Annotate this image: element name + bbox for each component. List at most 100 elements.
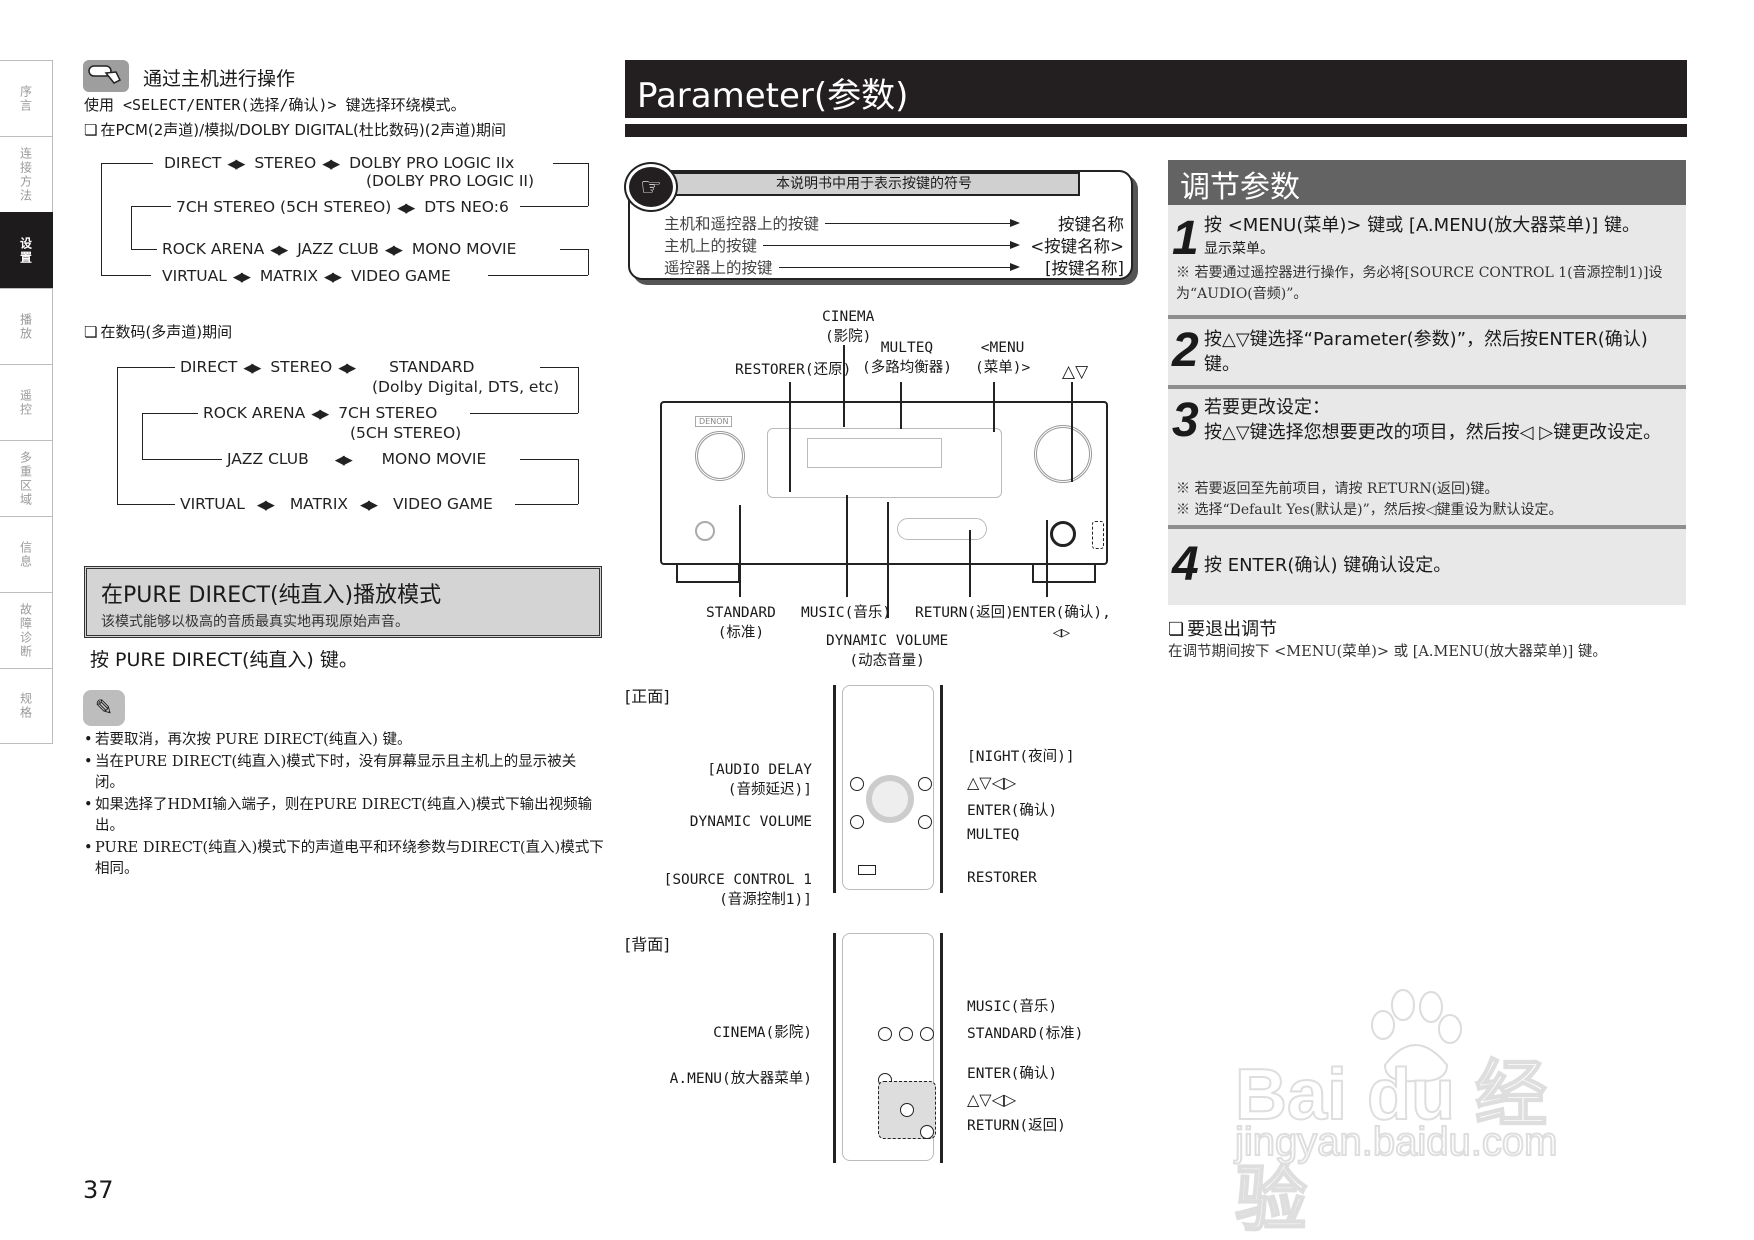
tab-label: 信息 xyxy=(18,540,33,569)
exit-text: 在调节期间按下 <MENU(菜单)> 或 [A.MENU(放大器菜单)] 键。 xyxy=(1168,644,1607,660)
note-item: 若要取消，再次按 PURE DIRECT(纯直入) 键。 xyxy=(84,730,604,752)
mode-standard: STANDARD xyxy=(389,358,475,376)
mode-dolby-pl2-sub: (DOLBY PRO LOGIC II) xyxy=(366,172,535,190)
exit-heading-text: 要退出调节 xyxy=(1187,619,1278,640)
legend-row: 遥控器上的按键 [按键名称] xyxy=(664,255,1124,279)
music-button xyxy=(899,1027,913,1041)
audio-delay-button xyxy=(850,777,864,791)
step-3: 3 若要更改设定： 按△▽键选择您想要更改的项目，然后按◁ ▷键更改设定。 ※ … xyxy=(1168,385,1686,525)
pure-direct-subtitle: 该模式能够以极高的音质最真实地再现原始声音。 xyxy=(101,614,409,630)
step-text: 按 ENTER(确认) 键确认设定。 xyxy=(1204,555,1452,576)
tab-label: 连接方法 xyxy=(18,146,33,203)
callout-enter-remote: ENTER(确认) xyxy=(967,803,1058,819)
front-label: [正面] xyxy=(625,687,670,706)
mode-virtual: VIRTUAL xyxy=(180,495,245,513)
mode-stereo: STEREO xyxy=(270,358,333,376)
step-4: 4 按 ENTER(确认) 键确认设定。 xyxy=(1168,525,1686,605)
tab-label: 遥控 xyxy=(18,388,33,417)
mode-stereo: STEREO xyxy=(254,154,317,172)
chapter-tabs: 序言 连接方法 设置 播放 遥控 多重区域 信息 故障诊断 规格 xyxy=(0,60,53,744)
pure-direct-title: 在PURE DIRECT(纯直入)播放模式 xyxy=(101,583,442,608)
instruction-text: 使用 <SELECT/ENTER(选择/确认)> 键选择环绕模式。 xyxy=(84,96,466,114)
flow-row: DIRECT◀▶ STEREO◀▶ STANDARD xyxy=(180,358,475,376)
legend-label: 遥控器上的按键 xyxy=(664,259,773,277)
callout-enter: ENTER(确认),◁▷ xyxy=(1012,605,1111,641)
mode-video-game: VIDEO GAME xyxy=(392,495,493,513)
callout-amenu: A.MENU(放大器菜单) xyxy=(669,1071,812,1087)
tab-label: 设置 xyxy=(18,236,33,265)
flow-row: 7CH STEREO (5CH STEREO)◀▶ DTS NEO:6 xyxy=(176,198,509,216)
pointing-hand-icon: ☞ xyxy=(626,164,676,210)
mode-rock-arena: ROCK ARENA xyxy=(203,404,306,422)
callout-music-remote: MUSIC(音乐) xyxy=(967,999,1058,1015)
tab-remote[interactable]: 遥控 xyxy=(0,364,53,440)
tab-connections[interactable]: 连接方法 xyxy=(0,136,53,212)
tab-playback[interactable]: 播放 xyxy=(0,288,53,364)
legend-value: [按键名称] xyxy=(1045,259,1124,278)
legend-heading: 本说明书中用于表示按键的符号 xyxy=(668,172,1080,196)
input-knob-illustration xyxy=(695,431,745,481)
mode-jazz-club: JAZZ CLUB xyxy=(227,450,309,468)
page-number: 37 xyxy=(83,1176,114,1204)
legend-value: 按键名称 xyxy=(1058,215,1124,234)
flow-row: DIRECT◀▶ STEREO◀▶ DOLBY PRO LOGIC IIx xyxy=(164,154,515,172)
step-2: 2 按△▽键选择“Parameter(参数)”，然后按ENTER(确认)键。 xyxy=(1168,315,1686,385)
tab-label: 序言 xyxy=(18,84,33,113)
remote-front-illustration xyxy=(833,685,943,893)
source-control-switch xyxy=(858,865,876,875)
step-1: 1 按 <MENU(菜单)> 键或 [A.MENU(放大器菜单)] 键。 显示菜… xyxy=(1168,205,1686,315)
step-note: ※ 选择“Default Yes(默认是)”，然后按◁键重设为默认设定。 xyxy=(1176,502,1563,518)
page-title: Parameter(参数) xyxy=(625,60,1687,118)
mode-jazz-club: JAZZ CLUB xyxy=(297,240,379,258)
flow-row: VIRTUAL◀▶ MATRIX◀▶ VIDEO GAME xyxy=(180,495,493,513)
step-note: ※ 若要通过遥控器进行操作，务必将[SOURCE CONTROL 1(音源控制1… xyxy=(1176,265,1663,302)
tab-specifications[interactable]: 规格 xyxy=(0,668,53,744)
legend-row: 主机和遥控器上的按键 按键名称 xyxy=(664,211,1124,235)
hand-pressing-button-icon xyxy=(83,60,129,92)
note-item: 当在PURE DIRECT(纯直入)模式下时，没有屏幕显示且主机上的显示被关闭。 xyxy=(84,752,604,795)
tab-troubleshooting[interactable]: 故障诊断 xyxy=(0,592,53,668)
tab-information[interactable]: 信息 xyxy=(0,516,53,592)
callout-return: RETURN(返回) xyxy=(915,605,1014,621)
callout-restorer: RESTORER(还原) xyxy=(735,362,852,378)
legend-label: 主机和遥控器上的按键 xyxy=(664,215,820,233)
enter-button xyxy=(900,1103,914,1117)
watermark-logo-text: Bai du 经验 xyxy=(1234,1054,1548,1240)
step-note: ※ 若要返回至先前项目，请按 RETURN(返回)键。 xyxy=(1176,481,1499,497)
flow-row: ROCK ARENA◀▶ 7CH STEREO xyxy=(203,404,438,422)
mode-mono-movie: MONO MOVIE xyxy=(411,240,517,258)
callout-standard: STANDARD(标准) xyxy=(706,605,776,641)
pencil-icon: ✎ xyxy=(83,690,125,726)
tab-label: 多重区域 xyxy=(18,450,33,507)
tab-setup[interactable]: 设置 xyxy=(0,212,53,288)
step-text: 按 <MENU(菜单)> 键或 [A.MENU(放大器菜单)] 键。 xyxy=(1204,215,1640,236)
mode-7ch-stereo: 7CH STEREO (5CH STEREO) xyxy=(176,198,392,216)
callout-up-down: △▽ xyxy=(1062,362,1089,382)
step-text-2: 按△▽键选择您想要更改的项目，然后按◁ ▷键更改设定。 xyxy=(1204,422,1662,443)
remote-dpad-illustration xyxy=(866,775,914,823)
pcm-heading: 在PCM(2声道)/模拟/DOLBY DIGITAL(杜比数码)(2声道)期间 xyxy=(84,119,506,140)
step-number: 1 xyxy=(1172,212,1199,265)
notes-list: 若要取消，再次按 PURE DIRECT(纯直入) 键。 当在PURE DIRE… xyxy=(84,730,604,881)
mode-dts-neo6: DTS NEO:6 xyxy=(424,198,509,216)
pure-direct-box: 在PURE DIRECT(纯直入)播放模式 该模式能够以极高的音质最真实地再现原… xyxy=(84,566,602,638)
exit-heading: 要退出调节 xyxy=(1168,615,1277,641)
callout-night: [NIGHT(夜间)] xyxy=(967,749,1075,765)
step-subtext: 显示菜单。 xyxy=(1204,241,1274,257)
tab-preface[interactable]: 序言 xyxy=(0,60,53,136)
paw-print-icon xyxy=(1371,989,1462,1083)
callout-multeq-remote: MULTEQ xyxy=(967,827,1020,843)
callout-multeq: MULTEQ(多路均衡器) xyxy=(862,340,952,376)
night-button xyxy=(918,777,932,791)
mode-matrix: MATRIX xyxy=(259,267,319,285)
tab-multizone[interactable]: 多重区域 xyxy=(0,440,53,516)
note-item: 如果选择了HDMI输入端子，则在PURE DIRECT(纯直入)模式下输出视频输… xyxy=(84,795,604,838)
multeq-button xyxy=(918,815,932,829)
step-number: 2 xyxy=(1172,324,1199,377)
tab-label: 播放 xyxy=(18,312,33,341)
flow-row: VIRTUAL◀▶ MATRIX◀▶ VIDEO GAME xyxy=(162,267,451,285)
callout-arrows-back: △▽◁▷ xyxy=(967,1090,1017,1109)
brand-logo: DENON xyxy=(695,416,733,427)
step-text: 按△▽键选择“Parameter(参数)”，然后按ENTER(确认)键。 xyxy=(1204,329,1648,375)
remote-back-illustration xyxy=(833,933,943,1163)
